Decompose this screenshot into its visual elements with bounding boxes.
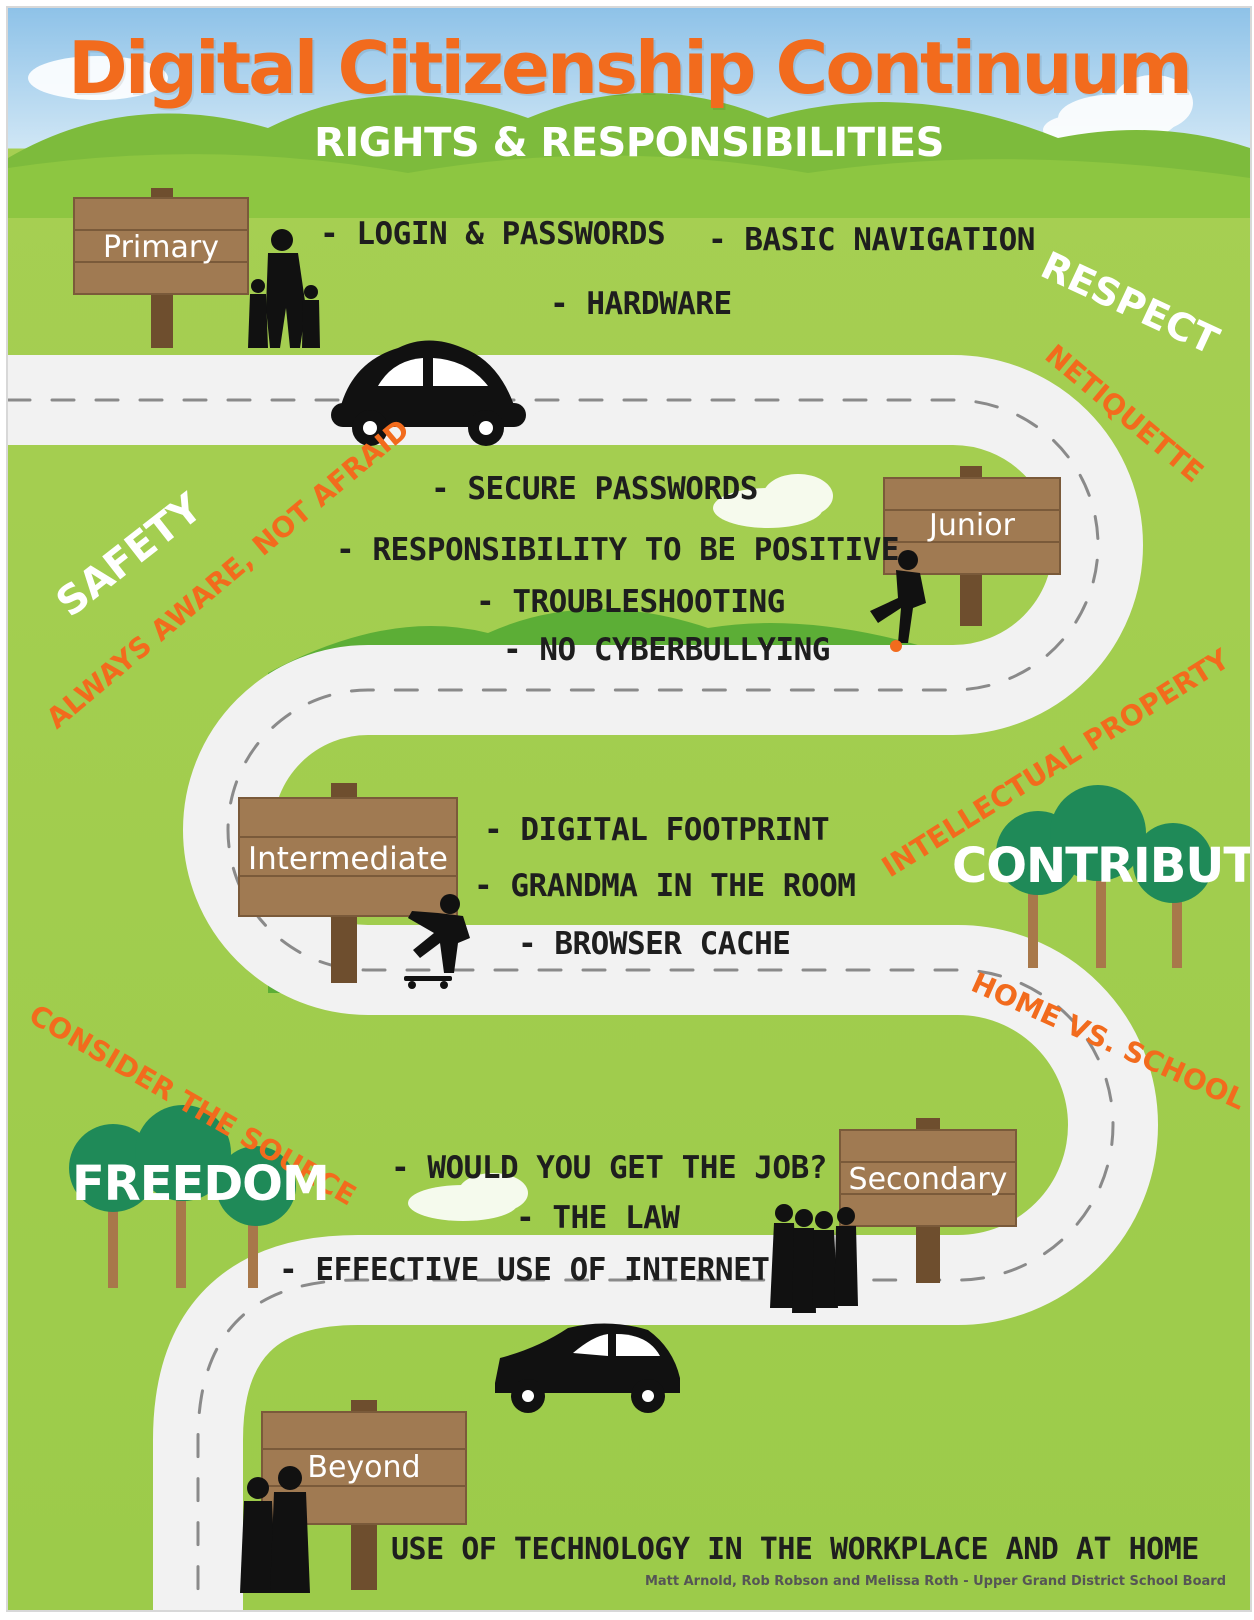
clouds bbox=[28, 56, 1193, 1221]
intermediate-item: - DIGITAL FOOTPRINT bbox=[484, 812, 830, 848]
credit-line: Matt Arnold, Rob Robson and Melissa Roth… bbox=[644, 1574, 1226, 1589]
sign-secondary bbox=[839, 1118, 1017, 1283]
primary-item: - HARDWARE bbox=[550, 286, 732, 322]
primary-item: - LOGIN & PASSWORDS bbox=[320, 216, 666, 252]
landscape-scene bbox=[8, 56, 1250, 1610]
adults-silhouette-icon bbox=[240, 1466, 310, 1593]
car-beetle-icon bbox=[331, 340, 526, 446]
soccer-player-silhouette-icon bbox=[870, 550, 926, 652]
primary-item: - BASIC NAVIGATION bbox=[708, 222, 1035, 258]
secondary-item: - THE LAW bbox=[516, 1200, 680, 1236]
sign-label-primary: Primary bbox=[103, 230, 219, 265]
junior-item: - NO CYBERBULLYING bbox=[503, 632, 830, 668]
sign-intermediate bbox=[238, 783, 458, 983]
trees-freedom bbox=[69, 1105, 296, 1288]
sign-label-beyond: Beyond bbox=[307, 1450, 421, 1485]
theme-contribute: CONTRIBUTE bbox=[952, 838, 1252, 894]
skateboarder-silhouette-icon bbox=[404, 894, 470, 989]
intermediate-item: - BROWSER CACHE bbox=[518, 926, 791, 962]
poster: Digital Citizenship Continuum RIGHTS & R… bbox=[6, 6, 1252, 1612]
trees-contribute bbox=[996, 785, 1213, 968]
sign-primary bbox=[73, 188, 249, 348]
intermediate-item: - GRANDMA IN THE ROOM bbox=[474, 868, 856, 904]
sign-label-junior: Junior bbox=[929, 508, 1015, 543]
page-subtitle: RIGHTS & RESPONSIBILITIES bbox=[314, 120, 944, 166]
sign-label-secondary: Secondary bbox=[848, 1162, 1008, 1197]
beyond-item: USE OF TECHNOLOGY IN THE WORKPLACE AND A… bbox=[391, 1532, 1199, 1567]
secondary-item: - EFFECTIVE USE OF INTERNET bbox=[279, 1252, 770, 1288]
road bbox=[8, 355, 1158, 1610]
family-silhouette-icon bbox=[248, 229, 320, 348]
junior-item: - TROUBLESHOOTING bbox=[476, 584, 785, 620]
secondary-item: - WOULD YOU GET THE JOB? bbox=[391, 1150, 827, 1186]
page-title: Digital Citizenship Continuum bbox=[68, 26, 1193, 110]
car-hatchback-icon bbox=[495, 1323, 680, 1413]
junior-item: - SECURE PASSWORDS bbox=[431, 471, 758, 507]
theme-freedom: FREEDOM bbox=[72, 1156, 330, 1212]
sign-label-intermediate: Intermediate bbox=[247, 841, 448, 877]
junior-item: - RESPONSIBILITY TO BE POSITIVE bbox=[336, 532, 900, 568]
teens-silhouette-icon bbox=[770, 1204, 858, 1313]
